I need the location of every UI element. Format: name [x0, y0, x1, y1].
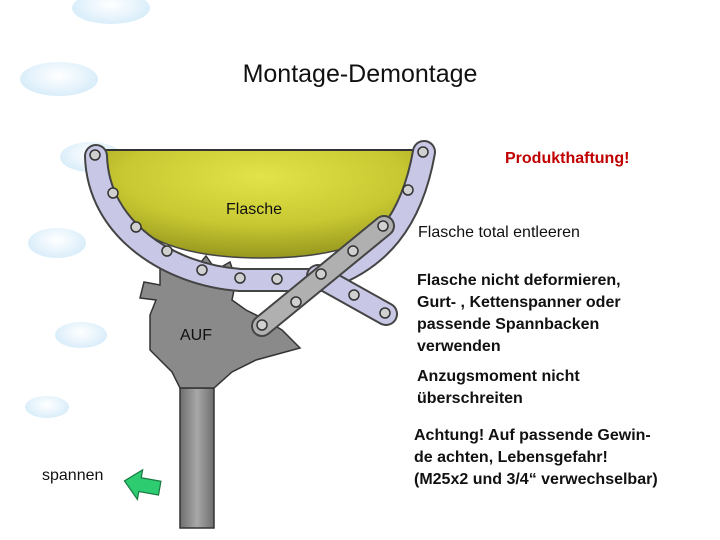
bottle-label: Flasche: [226, 201, 283, 218]
chain-pin: [290, 296, 302, 308]
note-deform-line: verwenden: [417, 338, 501, 355]
chain-pin: [315, 268, 327, 280]
note-deform-line: Flasche nicht deformieren,: [417, 272, 621, 289]
chain-pin: [347, 245, 359, 257]
chain-pin: [130, 221, 142, 233]
chain-pin: [161, 245, 173, 257]
chain-pins: [89, 146, 429, 331]
chain-pin: [234, 272, 246, 284]
note-torque: Anzugsmoment nicht überschreiten: [417, 366, 580, 410]
note-torque-line: Anzugsmoment nicht: [417, 368, 580, 385]
note-deform-line: passende Spannbacken: [417, 316, 600, 333]
chain-pin: [89, 149, 101, 161]
chain-pin: [256, 319, 268, 331]
page-title: Montage-Demontage: [242, 60, 478, 88]
tighten-arrow-icon: [123, 468, 162, 501]
tool-post: [179, 387, 215, 529]
chain-pin: [196, 264, 208, 276]
chain-pin: [417, 146, 429, 158]
note-torque-line: überschreiten: [417, 390, 523, 407]
chain-pin: [348, 289, 360, 301]
note-thread: Achtung! Auf passende Gewin- de achten, …: [414, 425, 658, 491]
background-cloud: [55, 322, 107, 348]
note-thread-line: de achten, Lebensgefahr!: [414, 449, 608, 466]
note-deform-line: Gurt- , Kettenspanner oder: [417, 294, 621, 311]
note-thread-line: Achtung! Auf passende Gewin-: [414, 427, 651, 444]
background-cloud: [20, 62, 98, 96]
chain-pin: [402, 184, 414, 196]
spannen-label: spannen: [42, 467, 104, 484]
warning-label: Produkthaftung!: [505, 150, 630, 167]
background-cloud: [28, 228, 86, 258]
note-thread-line: (M25x2 und 3/4“ verwechselbar): [414, 471, 658, 488]
chain-pin: [271, 273, 283, 285]
chain-pin: [107, 187, 119, 199]
chain-pin: [377, 220, 389, 232]
note-deform: Flasche nicht deformieren, Gurt- , Kette…: [417, 270, 621, 358]
chain-pin: [379, 307, 391, 319]
auf-label: AUF: [180, 327, 212, 344]
background-cloud: [25, 396, 69, 418]
note-empty: Flasche total entleeren: [418, 224, 580, 241]
